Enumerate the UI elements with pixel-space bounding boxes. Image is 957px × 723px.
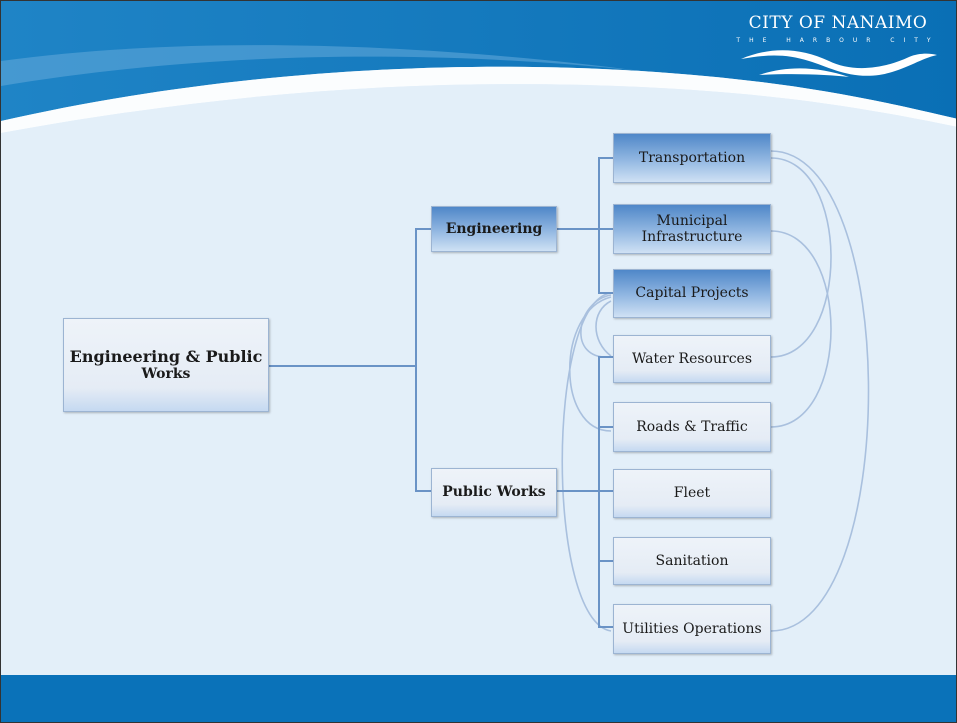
leaf-label-water-resources: Water Resources (631, 350, 753, 367)
footer-bar (1, 675, 956, 722)
leaf-label-utilities-operations: Utilities Operations (622, 620, 762, 637)
leaf-label-municipal-infrastructure: Municipal Infrastructure (641, 212, 743, 245)
leaf-node-sanitation: Sanitation (613, 537, 771, 585)
city-logo: CITY OF NANAIMO THE HARBOUR CITY (727, 13, 949, 83)
root-node-line2: Works (141, 366, 191, 383)
root-node-engineering-public-works: Engineering & Public Works (63, 318, 269, 412)
leaf-label-roads-traffic: Roads & Traffic (636, 418, 748, 435)
leaf-label-transportation: Transportation (638, 149, 746, 166)
branch-node-public-works: Public Works (431, 468, 557, 517)
leaf-label-sanitation: Sanitation (655, 552, 729, 569)
wave-logo-icon (741, 50, 937, 77)
leaf-label-capital-projects: Capital Projects (635, 285, 749, 302)
branch-label-public-works: Public Works (442, 484, 546, 501)
leaf-node-transportation: Transportation (613, 133, 771, 183)
leaf-node-utilities-operations: Utilities Operations (613, 604, 771, 654)
logo-title: CITY OF NANAIMO (748, 13, 928, 33)
logo-subtitle: THE HARBOUR CITY (736, 37, 940, 44)
leaf-label-fleet: Fleet (673, 485, 711, 502)
leaf-node-water-resources: Water Resources (613, 335, 771, 383)
root-node-line1: Engineering & Public (69, 346, 263, 366)
branch-node-engineering: Engineering (431, 206, 557, 252)
leaf-node-fleet: Fleet (613, 469, 771, 518)
leaf-node-municipal-infrastructure: Municipal Infrastructure (613, 204, 771, 254)
leaf-node-capital-projects: Capital Projects (613, 269, 771, 318)
branch-label-engineering: Engineering (445, 220, 543, 237)
leaf-node-roads-traffic: Roads & Traffic (613, 402, 771, 452)
